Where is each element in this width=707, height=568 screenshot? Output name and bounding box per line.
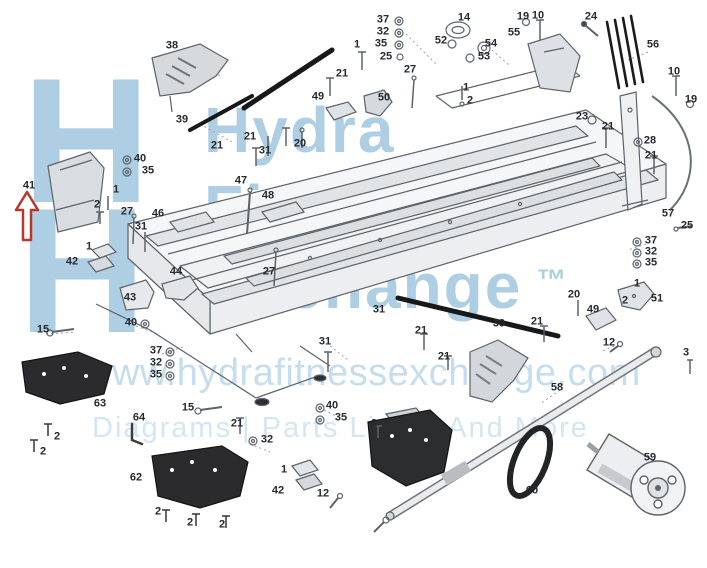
isolator-1 [290, 459, 320, 477]
bracket-49 [585, 307, 617, 331]
nut-35 [122, 167, 132, 177]
pin-27 [411, 79, 415, 109]
bolt-15 [199, 406, 223, 411]
screw-12 [609, 345, 619, 353]
red-arrow-icon [14, 190, 40, 242]
rod-47 [246, 191, 251, 235]
drive-belt-60 [506, 425, 554, 499]
center-hardware [194, 281, 693, 509]
bracket-43 [119, 279, 155, 311]
pin-25 [677, 225, 693, 229]
washer-28 [633, 137, 643, 147]
screw-24 [585, 25, 599, 37]
washer-37 [394, 16, 404, 26]
washer-23 [587, 115, 597, 125]
washer-37 [165, 347, 175, 357]
handrail-right-lower [469, 339, 529, 403]
rear-roller-59 [586, 433, 686, 516]
deck-assembly [127, 109, 667, 335]
handrail-left-upper [151, 43, 229, 113]
top-hardware [326, 14, 695, 269]
washer-19 [521, 17, 531, 27]
screw-12 [329, 497, 339, 509]
right-upright [619, 91, 649, 211]
washer-32 [248, 436, 258, 446]
washer-40 [315, 403, 325, 413]
bracket-44 [161, 275, 199, 301]
rear-endcap-63 [21, 351, 113, 452]
bracket-49 [325, 101, 357, 121]
bolt-15 [51, 328, 75, 333]
nut-35 [394, 40, 404, 50]
washer-40 [140, 319, 150, 329]
washer-19 [685, 99, 695, 109]
nut-35 [632, 259, 642, 269]
nut-35 [165, 371, 175, 381]
washer-53 [465, 53, 475, 63]
washer-52 [447, 39, 457, 49]
bracket-50 [363, 89, 393, 117]
washer-25 [396, 53, 404, 61]
washer-32 [165, 359, 175, 369]
washer-40 [122, 155, 132, 165]
clamp-14 [445, 21, 471, 39]
nut-35 [315, 415, 325, 425]
washer-32 [394, 28, 404, 38]
plate-46 [168, 211, 216, 233]
incline-rod-58 [373, 346, 662, 533]
pin-27 [132, 217, 135, 245]
washer-32 [632, 248, 642, 258]
isolator-1 [90, 243, 118, 259]
rear-endcap-right [367, 407, 453, 487]
left-hardware [46, 89, 393, 381]
rear-endcap-62 [151, 445, 249, 528]
pin-27 [273, 251, 277, 287]
isolator-42 [294, 473, 324, 491]
clamp-54 [477, 41, 491, 55]
isolator-42 [86, 255, 116, 273]
wire-rods-56 [605, 14, 645, 90]
washer-37 [632, 237, 642, 247]
guide-rods [188, 47, 561, 339]
left-endcap-41 [47, 151, 105, 233]
bracket-55 [527, 33, 581, 93]
allen-key-64 [130, 422, 144, 446]
plate-48 [260, 201, 306, 223]
